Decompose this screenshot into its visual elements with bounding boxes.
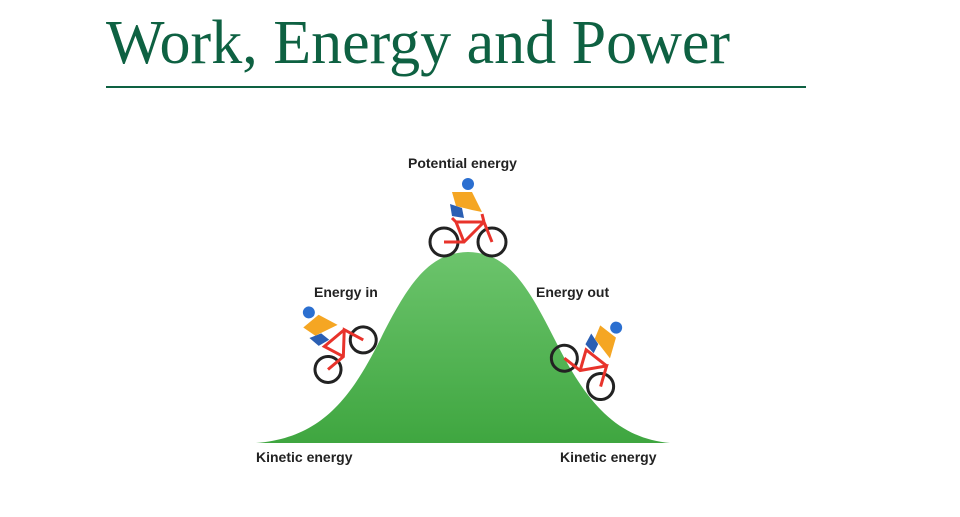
slide-title: Work, Energy and Power	[106, 9, 731, 77]
title-underline	[106, 86, 806, 88]
cyclist-top-icon	[428, 178, 508, 258]
label-energy-in: Energy in	[314, 284, 378, 300]
label-energy-out: Energy out	[536, 284, 610, 300]
cyclist-climbing-icon	[302, 306, 378, 384]
cyclist-descending-icon	[549, 321, 623, 402]
hill-shape	[256, 252, 670, 443]
label-kinetic-energy-right: Kinetic energy	[560, 449, 657, 465]
label-kinetic-energy-left: Kinetic energy	[256, 449, 353, 465]
label-potential-energy: Potential energy	[408, 155, 517, 171]
